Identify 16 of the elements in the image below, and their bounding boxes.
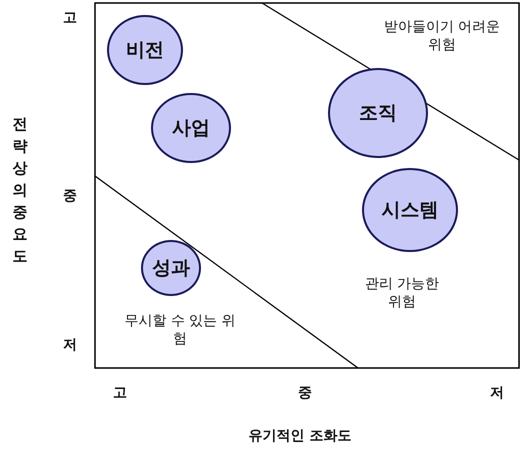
risk-zone-label: 무시할 수 있는 위험: [123, 312, 237, 348]
axis-tick-label: 저: [490, 384, 504, 402]
axis-tick-label: 중: [298, 384, 312, 402]
axis-title: 유기적인 조화도: [248, 427, 352, 445]
ellipse-node: 사업: [151, 93, 231, 163]
ellipse-node: 성과: [141, 240, 201, 296]
axis-tick-label: 저: [63, 336, 77, 354]
risk-zone-label: 관리 가능한 위험: [364, 275, 440, 311]
axis-tick-label: 중: [63, 187, 77, 205]
ellipse-node: 조직: [328, 68, 428, 158]
ellipse-node: 비전: [107, 15, 183, 85]
axis-title: 전략상의 중요도: [12, 114, 28, 267]
axis-tick-label: 고: [63, 9, 77, 27]
risk-zone-label: 받아들이기 어려운 위험: [382, 18, 502, 54]
axis-tick-label: 고: [113, 384, 127, 402]
ellipse-node: 시스템: [362, 168, 458, 252]
